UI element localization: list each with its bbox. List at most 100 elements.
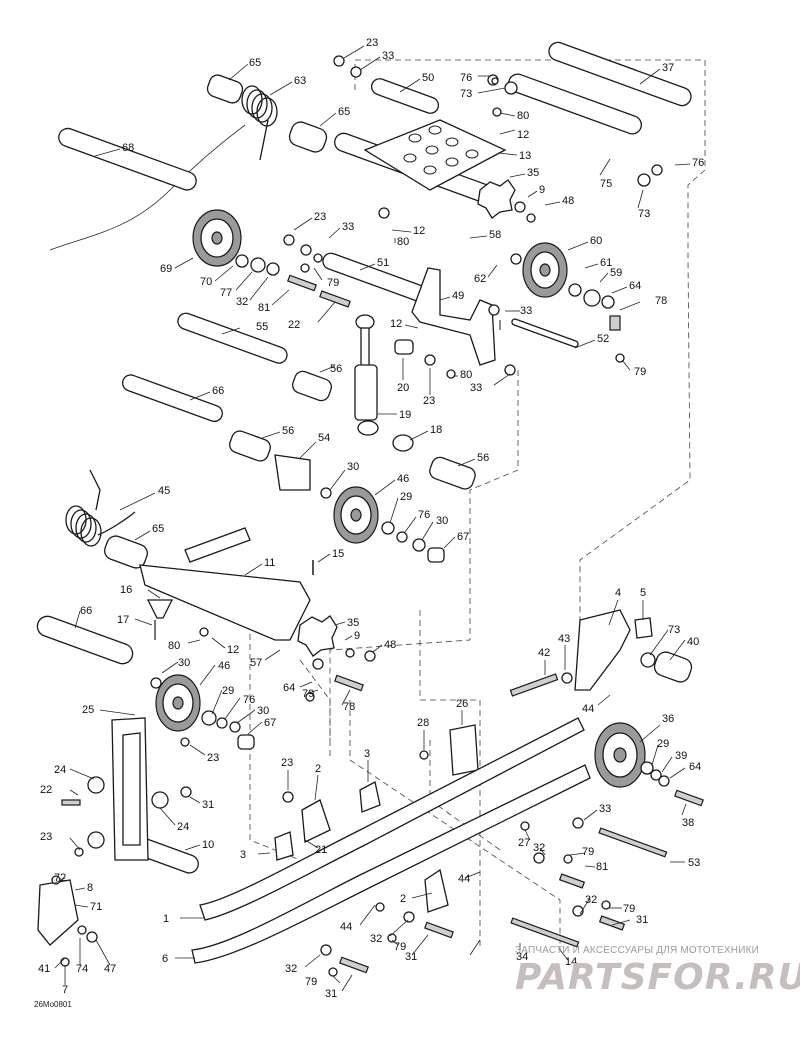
callout: 19 bbox=[399, 409, 411, 421]
callout: 80 bbox=[168, 640, 180, 652]
callout: 23 bbox=[423, 395, 435, 407]
callout: 76 bbox=[243, 694, 255, 706]
callout: 80 bbox=[397, 236, 409, 248]
callout: 31 bbox=[405, 951, 417, 963]
callout: 64 bbox=[689, 761, 701, 773]
callout: 12 bbox=[227, 644, 239, 656]
callout: 76 bbox=[418, 509, 430, 521]
assembly-dash-lines bbox=[249, 59, 706, 950]
callout: 72 bbox=[54, 872, 66, 884]
leader-lines bbox=[54, 45, 691, 992]
callout: 44 bbox=[582, 703, 594, 715]
callout: 22 bbox=[40, 784, 52, 796]
callout: 9 bbox=[354, 630, 360, 642]
callout: 68 bbox=[122, 142, 134, 154]
callout: 3 bbox=[240, 849, 246, 861]
brackets bbox=[37, 119, 653, 946]
callout: 73 bbox=[668, 624, 680, 636]
callout: 23 bbox=[366, 37, 378, 49]
callout: 34 bbox=[516, 951, 528, 963]
callout: 31 bbox=[325, 988, 337, 1000]
callout: 56 bbox=[330, 363, 342, 375]
callout: 80 bbox=[460, 369, 472, 381]
callout: 32 bbox=[585, 894, 597, 906]
callout: 79 bbox=[582, 846, 594, 858]
callout: 78 bbox=[343, 701, 355, 713]
callout: 30 bbox=[257, 705, 269, 717]
callout: 29 bbox=[400, 491, 412, 503]
wheel-36 bbox=[594, 722, 646, 788]
callout: 41 bbox=[38, 963, 50, 975]
callout: 30 bbox=[436, 515, 448, 527]
callout: 33 bbox=[520, 305, 532, 317]
callout: 37 bbox=[662, 62, 674, 74]
callout: 14 bbox=[565, 956, 577, 968]
callout: 24 bbox=[54, 764, 66, 776]
callout: 23 bbox=[314, 211, 326, 223]
callout: 7 bbox=[62, 984, 68, 996]
callout: 4 bbox=[615, 587, 621, 599]
callout: 54 bbox=[318, 432, 330, 444]
callout: 27 bbox=[518, 837, 530, 849]
callout: 31 bbox=[636, 914, 648, 926]
callout: 61 bbox=[600, 257, 612, 269]
bolts bbox=[61, 274, 704, 974]
callout: 67 bbox=[264, 717, 276, 729]
callout: 25 bbox=[82, 704, 94, 716]
callout: 44 bbox=[458, 873, 470, 885]
callout: 46 bbox=[218, 660, 230, 672]
callout: 66 bbox=[212, 385, 224, 397]
callout: 16 bbox=[120, 584, 132, 596]
callout: 73 bbox=[638, 208, 650, 220]
watermark-logo: PARTSFOR.RU bbox=[515, 957, 800, 998]
idler-wheels bbox=[155, 209, 646, 788]
callout: 48 bbox=[562, 195, 574, 207]
callout: 33 bbox=[382, 50, 394, 62]
callout: 81 bbox=[596, 861, 608, 873]
torsion-spring-63 bbox=[49, 85, 278, 251]
callout: 64 bbox=[629, 280, 641, 292]
callout: 79 bbox=[302, 688, 314, 700]
small-hardware bbox=[146, 560, 314, 640]
callout: 65 bbox=[249, 57, 261, 69]
callout: 20 bbox=[397, 382, 409, 394]
callout: 46 bbox=[397, 473, 409, 485]
callout: 24 bbox=[177, 821, 189, 833]
callout: 2 bbox=[400, 893, 406, 905]
callout: 65 bbox=[338, 106, 350, 118]
callout: 10 bbox=[202, 839, 214, 851]
callout: 78 bbox=[655, 295, 667, 307]
wheel-69 bbox=[192, 209, 242, 267]
callout: 47 bbox=[104, 963, 116, 975]
callout: 28 bbox=[417, 717, 429, 729]
callout: 58 bbox=[489, 229, 501, 241]
callout: 17 bbox=[117, 614, 129, 626]
sprocket-35 bbox=[297, 179, 516, 657]
callout: 64 bbox=[283, 682, 295, 694]
callout: 63 bbox=[294, 75, 306, 87]
callout: 62 bbox=[474, 273, 486, 285]
callout: 79 bbox=[327, 277, 339, 289]
callout: 33 bbox=[599, 803, 611, 815]
callout: 5 bbox=[640, 587, 646, 599]
callout: 75 bbox=[600, 178, 612, 190]
callout: 23 bbox=[40, 831, 52, 843]
callout: 9 bbox=[539, 184, 545, 196]
callout: 23 bbox=[207, 752, 219, 764]
callout: 13 bbox=[519, 150, 531, 162]
callout: 22 bbox=[288, 319, 300, 331]
wheel-46-lower bbox=[155, 674, 201, 732]
callout: 42 bbox=[538, 647, 550, 659]
callout: 26 bbox=[456, 698, 468, 710]
wheel-46-upper bbox=[333, 486, 379, 544]
callout: 39 bbox=[675, 750, 687, 762]
callout: 38 bbox=[682, 817, 694, 829]
callout: 66 bbox=[80, 605, 92, 617]
callout: 70 bbox=[200, 276, 212, 288]
callout: 60 bbox=[590, 235, 602, 247]
callout: 21 bbox=[315, 844, 327, 856]
callout: 44 bbox=[340, 921, 352, 933]
callout: 76 bbox=[460, 72, 472, 84]
shock-absorber-19 bbox=[354, 314, 379, 436]
